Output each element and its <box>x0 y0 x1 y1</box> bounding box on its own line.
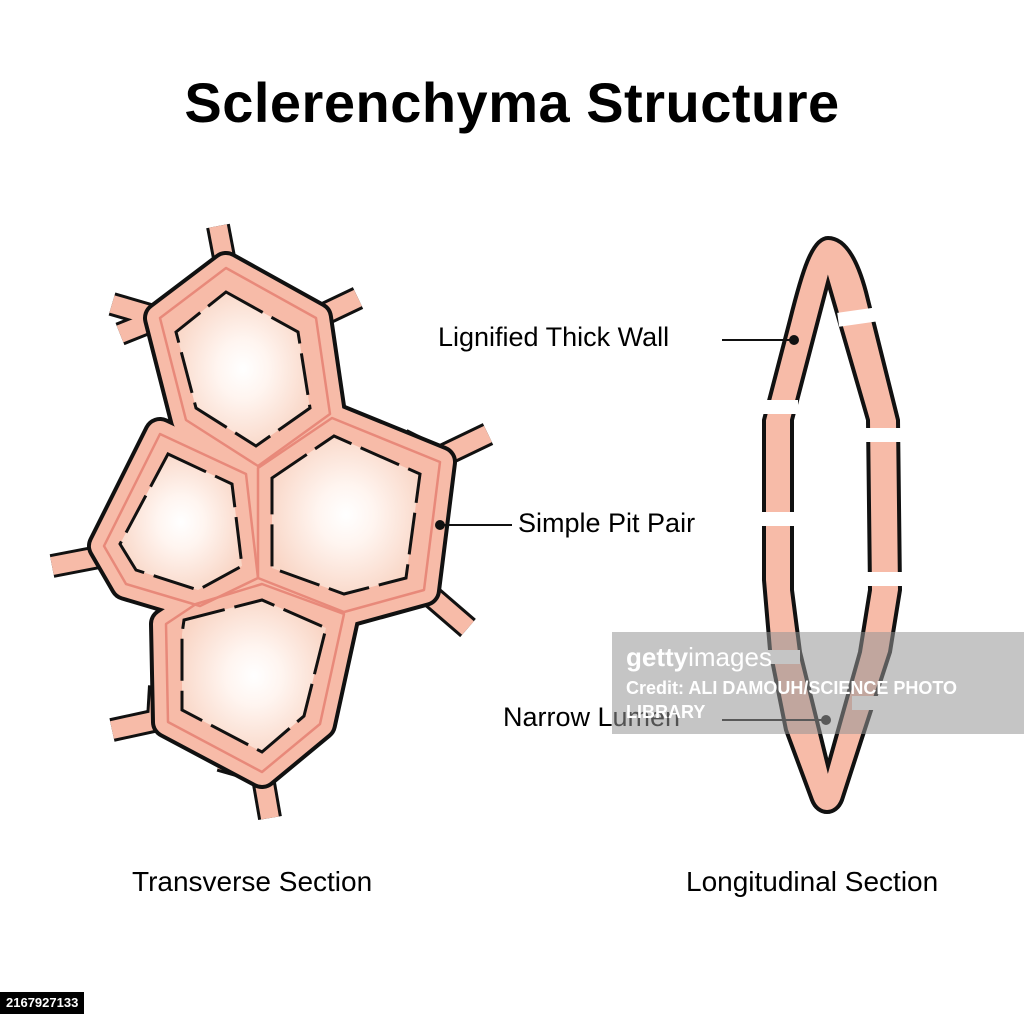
label-lignified-thick-wall: Lignified Thick Wall <box>438 322 670 352</box>
pit-pointer-dot <box>435 520 445 530</box>
lumen-cell-1 <box>174 290 312 448</box>
watermark-logo: gettyimages <box>626 642 772 673</box>
caption-transverse-section: Transverse Section <box>132 866 373 897</box>
wall-pointer-dot <box>789 335 799 345</box>
watermark-bar <box>612 632 1024 734</box>
transverse-section <box>49 223 494 821</box>
lumen-cell-4 <box>180 598 328 754</box>
label-simple-pit-pair: Simple Pit Pair <box>518 508 696 538</box>
caption-longitudinal-section: Longitudinal Section <box>686 866 939 897</box>
lumen-cell-3 <box>270 434 422 596</box>
image-id: 2167927133 <box>0 992 85 1014</box>
watermark-logo-bold: getty <box>626 642 689 672</box>
watermark-logo-light: images <box>688 642 772 672</box>
watermark-credit: Credit: ALI DAMOUH/SCIENCE PHOTO LIBRARY <box>626 678 958 722</box>
middle-lamella <box>102 266 442 774</box>
lumen-cell-2 <box>118 452 244 592</box>
diagram-title: Sclerenchyma Structure <box>184 71 840 134</box>
cell-lumens <box>118 290 422 754</box>
